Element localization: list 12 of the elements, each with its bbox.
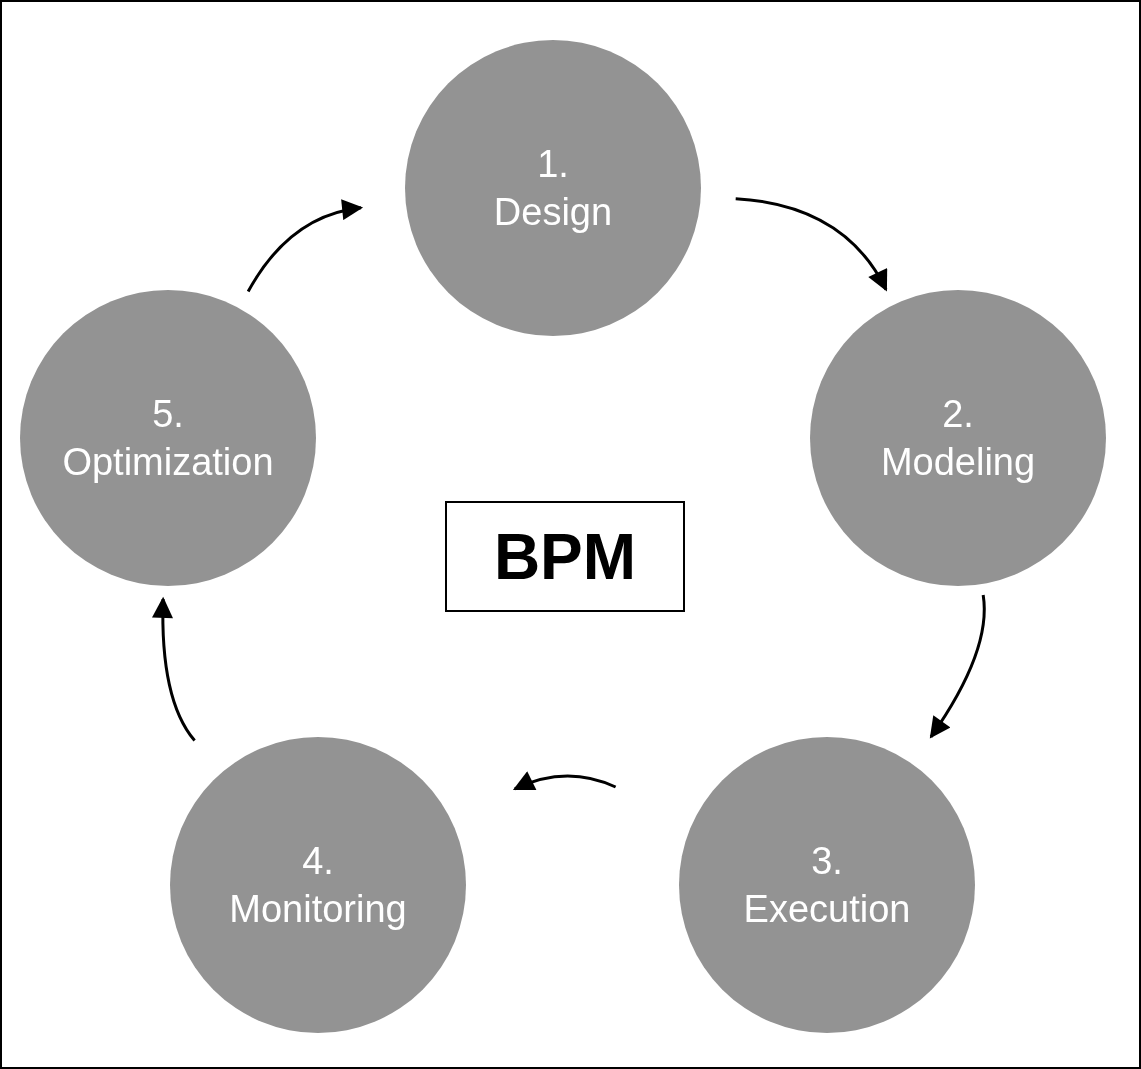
title-label: BPM	[493, 519, 637, 594]
arrow	[512, 771, 617, 791]
stage-label: 3. Execution	[743, 839, 911, 932]
stage-label: 5. Optimization	[62, 392, 274, 485]
stage-label: 2. Modeling	[880, 392, 1036, 485]
arrow	[246, 200, 364, 293]
arrow	[929, 594, 986, 739]
stage-label: 4. Monitoring	[229, 839, 407, 932]
arrow	[152, 596, 196, 742]
stage-label: 1. Design	[493, 142, 613, 235]
title-box	[445, 501, 685, 612]
arrow	[735, 197, 888, 292]
